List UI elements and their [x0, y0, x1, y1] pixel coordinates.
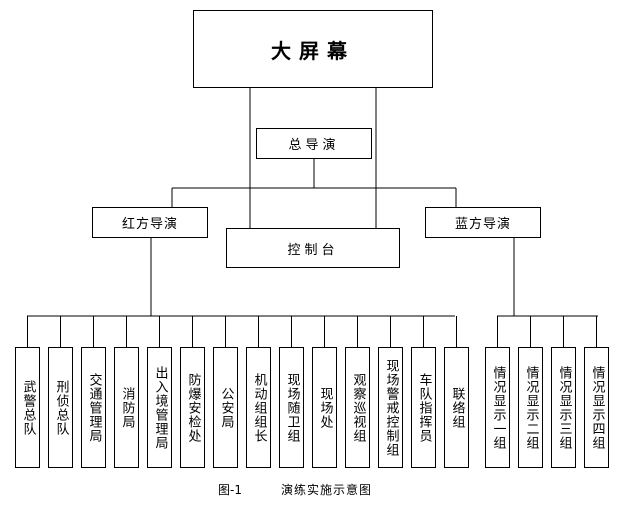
red-unit-label: 刑侦总队: [53, 379, 69, 436]
blue-unit-box: [518, 347, 543, 468]
blue-unit-box: [485, 347, 510, 468]
red-director-box: [92, 207, 208, 238]
blue-unit-label: 情况显示一组: [490, 365, 506, 450]
red-unit-box: [378, 347, 403, 468]
figure-number: 图-1: [218, 483, 242, 497]
red-unit-label: 出入境管理局: [152, 365, 168, 450]
red-unit-label: 防爆安检处: [185, 372, 201, 443]
figure-title: 演练实施示意图: [281, 483, 373, 497]
red-unit-label: 现场随卫组: [284, 372, 300, 443]
blue-unit-label: 情况显示三组: [556, 365, 572, 450]
blue-unit-box: [551, 347, 576, 468]
red-unit-label: 现场处: [317, 386, 333, 429]
red-unit-label: 机动组组长: [251, 372, 267, 443]
red-director-label: 红方导演: [121, 217, 178, 232]
blue-unit-label: 情况显示四组: [589, 365, 605, 450]
red-unit-box: [147, 347, 172, 468]
red-unit-box: [213, 347, 238, 468]
big-screen-box: [193, 10, 433, 88]
red-unit-label: 交通管理局: [86, 372, 102, 443]
chief-director-label: 总导演: [288, 138, 340, 153]
red-unit-label: 消防局: [119, 386, 135, 429]
big-screen-label: 大屏幕: [271, 38, 355, 63]
chief-director-box: [256, 128, 372, 159]
red-unit-box: [279, 347, 304, 468]
red-unit-box: [48, 347, 73, 468]
control-desk-label: 控制台: [287, 242, 339, 258]
red-unit-box: [15, 347, 40, 468]
red-unit-label: 观察巡视组: [350, 372, 366, 443]
red-unit-box: [345, 347, 370, 468]
red-unit-box: [81, 347, 106, 468]
red-unit-box: [411, 347, 436, 468]
control-desk-box: [226, 228, 400, 268]
red-unit-box: [312, 347, 337, 468]
red-unit-label: 联络组: [449, 386, 465, 429]
blue-director-label: 蓝方导演: [454, 217, 511, 232]
red-unit-label: 车队指挥员: [416, 372, 432, 443]
red-unit-label: 公安局: [218, 386, 234, 429]
red-unit-label: 武警总队: [20, 379, 36, 436]
red-unit-box: [444, 347, 469, 468]
blue-director-box: [425, 207, 541, 238]
red-unit-box: [114, 347, 139, 468]
blue-unit-box: [584, 347, 609, 468]
red-unit-label: 现场警戒控制组: [383, 358, 399, 457]
blue-unit-label: 情况显示二组: [523, 365, 539, 450]
red-unit-box: [246, 347, 271, 468]
red-unit-box: [180, 347, 205, 468]
